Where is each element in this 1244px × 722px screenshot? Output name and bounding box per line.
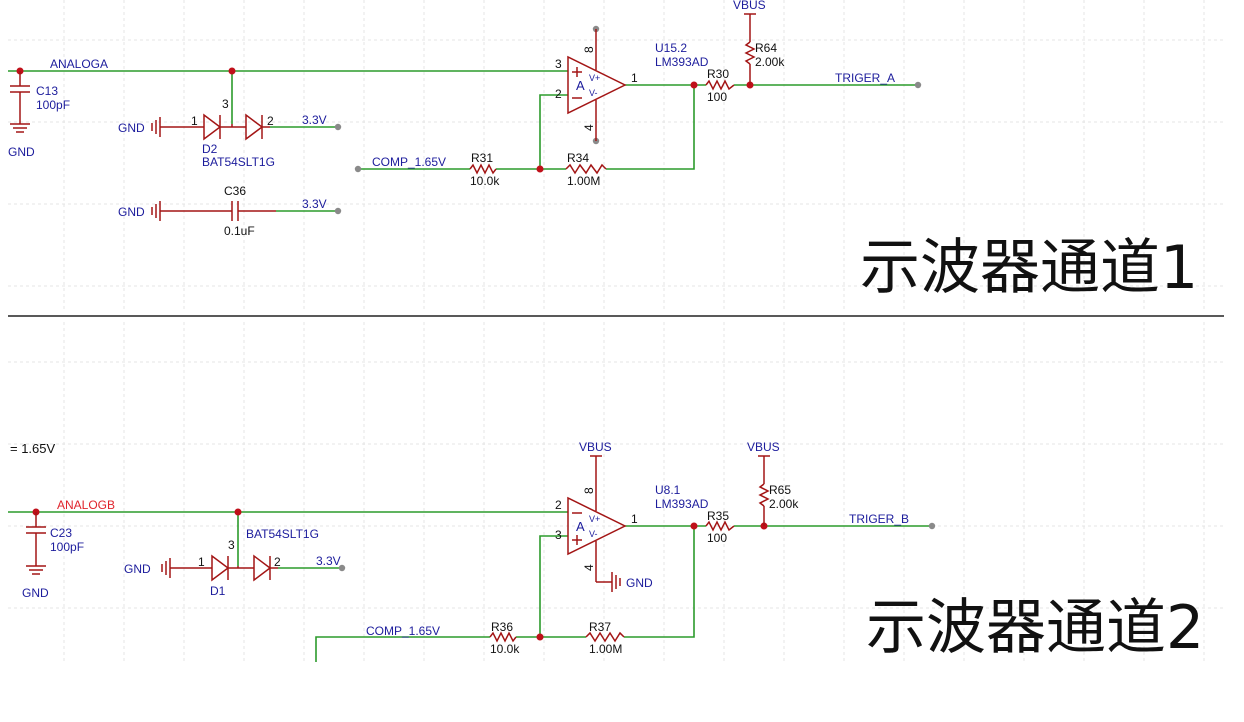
ch2-comp-unit: A — [576, 519, 585, 534]
ch1-c13-capacitor — [10, 71, 30, 133]
ch1-r64-supply-label: VBUS — [733, 0, 766, 12]
schematic-grid — [8, 0, 1224, 662]
ch1-output-net-label: TRIGER_A — [835, 71, 895, 85]
ch2-comp-vminus: V- — [589, 529, 598, 539]
ch2-c23-value: 100pF — [50, 540, 84, 554]
ch2-comp-pin-gnd: 4 — [582, 564, 596, 571]
ch1-comp-vplus: V+ — [589, 73, 600, 83]
ch1-c13-gnd-label: GND — [8, 145, 35, 159]
ch2-r35-value: 100 — [707, 531, 727, 545]
ch1-comparator-symbol — [567, 29, 627, 141]
ch2-r35-resistor — [705, 520, 735, 532]
ch1-r34-value: 1.00M — [567, 174, 600, 188]
ch2-r36-value: 10.0k — [490, 642, 520, 656]
ch1-d2-gnd-symbol — [151, 117, 161, 137]
ch1-r34-ref: R34 — [567, 151, 589, 165]
ch1-comp-ref: U15.2 — [655, 41, 687, 55]
ch1-comp-part: LM393AD — [655, 55, 709, 69]
ch1-comp-net-label: COMP_1.65V — [372, 155, 446, 169]
ch2-comp-pin-out: 1 — [631, 512, 638, 526]
ch1-comp-pin-vcc: 8 — [582, 46, 596, 53]
ch2-r37-value: 1.00M — [589, 642, 622, 656]
ch2-comp-pin-vcc: 8 — [582, 487, 596, 494]
ch1-r31-resistor — [469, 163, 497, 175]
ch1-r34-resistor — [565, 163, 607, 175]
ch2-comp-gnd-label: GND — [626, 576, 653, 590]
ch2-d1-part: BAT54SLT1G — [246, 527, 319, 541]
ch2-d1-diode — [170, 554, 278, 582]
ch1-d2-part: BAT54SLT1G — [202, 155, 275, 169]
ch2-title: 示波器通道2 — [866, 593, 1204, 663]
ch1-d2-pin3: 3 — [222, 97, 229, 111]
ch2-r65-value: 2.00k — [769, 497, 799, 511]
ch1-c36-value: 0.1uF — [224, 224, 255, 238]
ch2-c23-capacitor — [26, 512, 46, 575]
ch1-input-net-label: ANALOGA — [50, 57, 108, 71]
ch2-comp-supply-label: VBUS — [579, 440, 612, 454]
ch1-comp-pin-minus: 2 — [555, 87, 562, 101]
ch1-comp-pin-out: 1 — [631, 71, 638, 85]
ch1-r30-ref: R30 — [707, 67, 729, 81]
ch1-rail1-label: 3.3V — [302, 113, 327, 127]
ch1-r31-ref: R31 — [471, 151, 493, 165]
ch2-comp-vplus: V+ — [589, 514, 600, 524]
ch1-title: 示波器通道1 — [860, 233, 1198, 303]
ch2-comp-ref: U8.1 — [655, 483, 681, 497]
ch2-r37-ref: R37 — [589, 620, 611, 634]
ch2-r35-ref: R35 — [707, 509, 729, 523]
ch1-r64-value: 2.00k — [755, 55, 785, 69]
ch2-comp-part: LM393AD — [655, 497, 709, 511]
channel-2: = 1.65V — [8, 440, 1204, 663]
ch2-r65-supply-label: VBUS — [747, 440, 780, 454]
ch1-d2-gnd-label: GND — [118, 121, 145, 135]
ch2-rail1-label: 3.3V — [316, 554, 341, 568]
ch1-d2-ref: D2 — [202, 142, 218, 156]
ch1-r64-ref: R64 — [755, 41, 777, 55]
ch2-input-net-label: ANALOGB — [57, 498, 115, 512]
ch1-r64-resistor — [744, 13, 756, 85]
ch1-r30-resistor — [705, 79, 735, 91]
ch2-wires — [8, 511, 932, 662]
ch2-comp-pin-minus: 2 — [555, 498, 562, 512]
ch1-c13-ref: C13 — [36, 84, 58, 98]
ch1-r30-value: 100 — [707, 90, 727, 104]
ch1-c36-ref: C36 — [224, 184, 246, 198]
ch1-comp-pin-plus: 3 — [555, 57, 562, 71]
ch1-wires — [8, 70, 918, 212]
ch2-comp-net-label: COMP_1.65V — [366, 624, 440, 638]
ch2-d1-gnd-symbol — [161, 558, 171, 578]
ch1-r31-value: 10.0k — [470, 174, 500, 188]
ch1-c36-capacitor — [151, 201, 276, 221]
ch1-endpoints — [334, 25, 922, 215]
ch2-comparator-symbol — [567, 455, 627, 592]
ch2-c23-ref: C23 — [50, 526, 72, 540]
ch1-c36-gnd-label: GND — [118, 205, 145, 219]
ch1-comp-vminus: V- — [589, 88, 598, 98]
ch2-endpoints — [338, 522, 936, 572]
ch2-d1-pin1: 1 — [198, 555, 205, 569]
ch1-comp-unit: A — [576, 78, 585, 93]
ch2-r36-ref: R36 — [491, 620, 513, 634]
ch1-c13-value: 100pF — [36, 98, 70, 112]
ch2-r37-resistor — [585, 631, 625, 643]
ch1-d2-diode — [160, 113, 270, 141]
ch2-r65-resistor — [758, 455, 770, 526]
ch2-note: = 1.65V — [10, 441, 56, 456]
channel-1: C13 100pF GND ANALOGA GND 1 3 2 D2 BAT54… — [8, 0, 1198, 303]
ch1-rail2-label: 3.3V — [302, 197, 327, 211]
ch2-r36-resistor — [489, 631, 517, 643]
ch2-d1-ref: D1 — [210, 584, 226, 598]
ch1-d2-pin1: 1 — [191, 114, 198, 128]
ch2-r65-ref: R65 — [769, 483, 791, 497]
ch1-d2-pin2: 2 — [267, 114, 274, 128]
ch2-d1-pin3: 3 — [228, 538, 235, 552]
ch2-comp-pin-plus: 3 — [555, 528, 562, 542]
ch2-d1-pin2: 2 — [274, 555, 281, 569]
ch2-c23-gnd-label: GND — [22, 586, 49, 600]
ch1-comp-pin-gnd: 4 — [582, 124, 596, 131]
ch2-d1-gnd-label: GND — [124, 562, 151, 576]
ch2-output-net-label: TRIGER_B — [849, 512, 909, 526]
